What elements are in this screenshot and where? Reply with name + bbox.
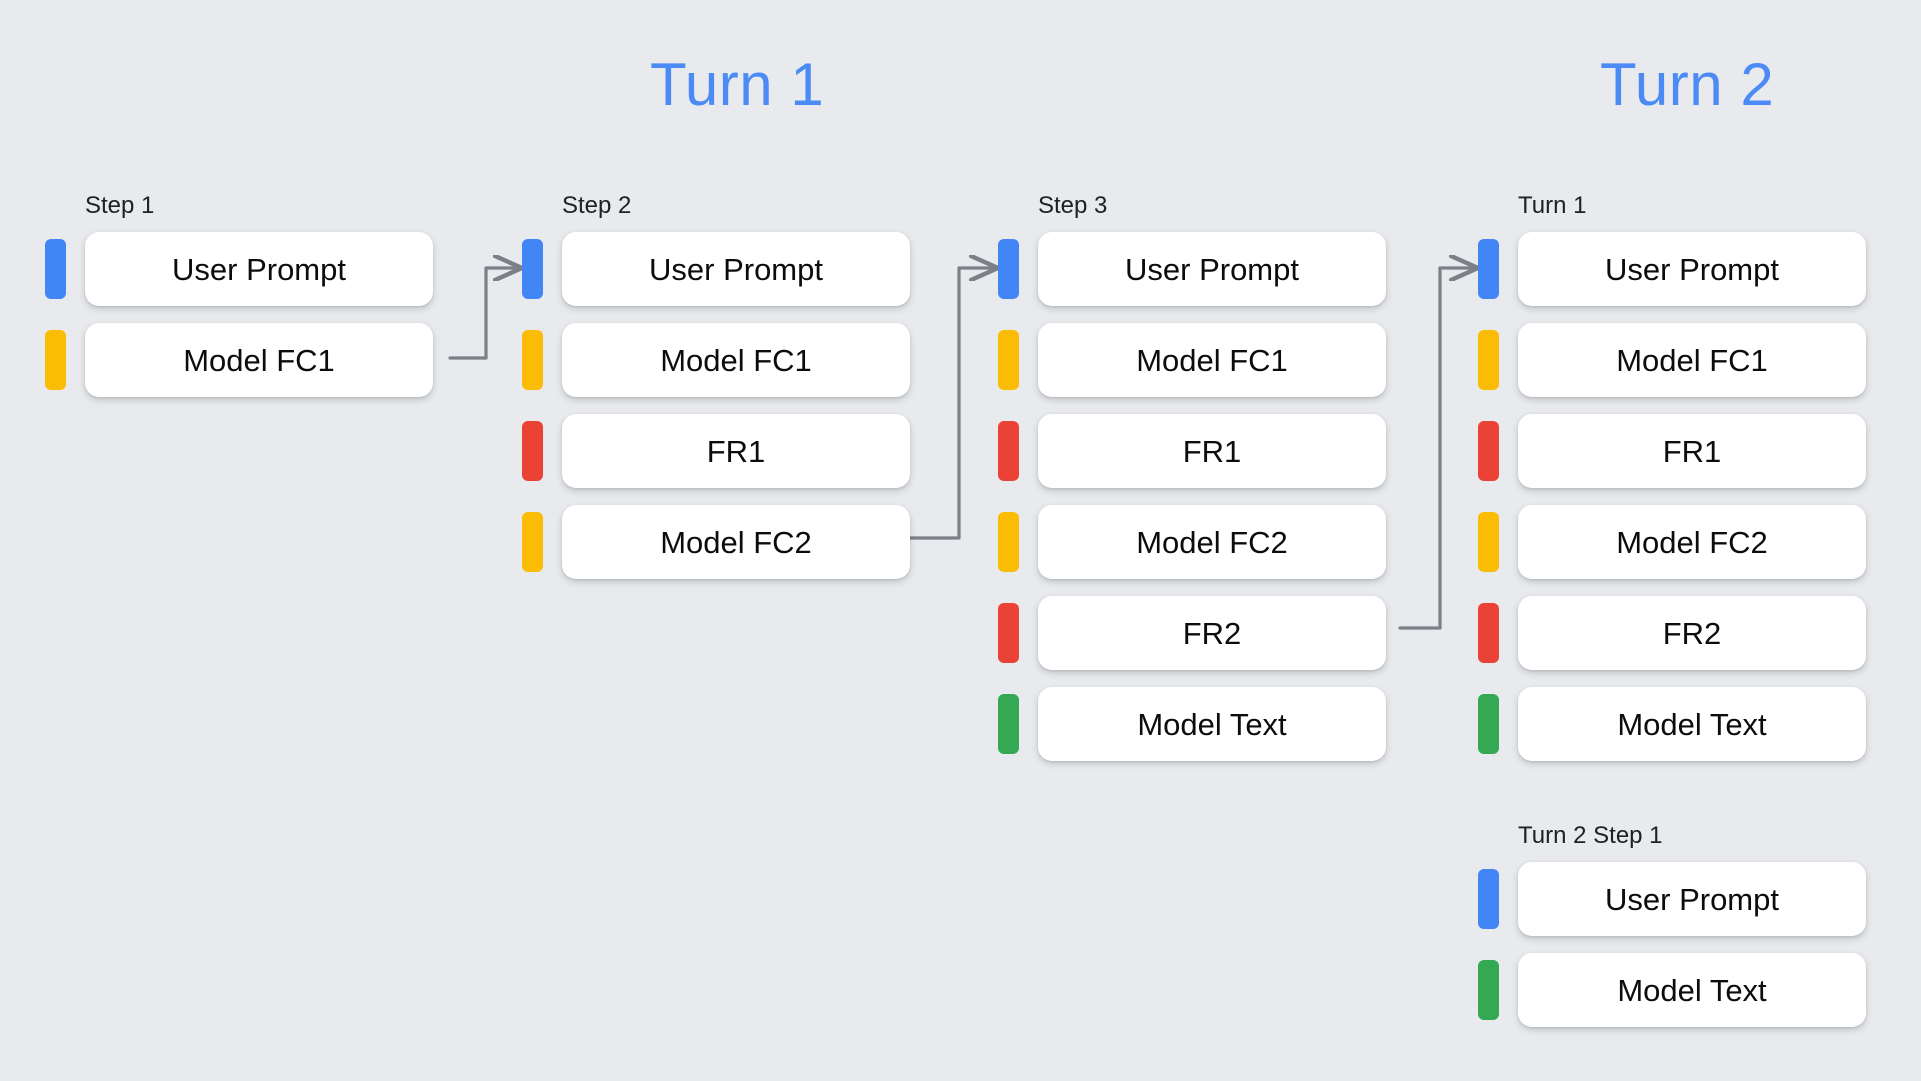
card-user-prompt[interactable]: User Prompt: [562, 232, 910, 306]
turn-1-heading: Turn 1: [650, 51, 825, 118]
card-label: FR1: [1662, 433, 1722, 469]
card-user-prompt[interactable]: User Prompt: [1518, 232, 1866, 306]
card-label: Model FC1: [183, 342, 335, 378]
role-bar-yellow: [522, 512, 543, 572]
card-model-fc1[interactable]: Model FC1: [85, 323, 433, 397]
card-label: Model Text: [1617, 706, 1767, 742]
card-model-fc1[interactable]: Model FC1: [562, 323, 910, 397]
role-bar-red: [998, 603, 1019, 663]
card-label: User Prompt: [1605, 251, 1779, 287]
card-label: FR1: [1182, 433, 1242, 469]
card-fr2[interactable]: FR2: [1518, 596, 1866, 670]
role-bar-red: [1478, 421, 1499, 481]
column-label-turn-2-step-1: Turn 2 Step 1: [1518, 822, 1663, 849]
role-bar-blue: [998, 239, 1019, 299]
card-label: FR1: [706, 433, 766, 469]
card-label: Model FC2: [660, 524, 812, 560]
card-label: FR2: [1662, 615, 1722, 651]
role-bar-green: [998, 694, 1019, 754]
card-model-text[interactable]: Model Text: [1038, 687, 1386, 761]
role-bar-blue: [1478, 239, 1499, 299]
role-bar-blue: [45, 239, 66, 299]
card-label: Model FC2: [1136, 524, 1288, 560]
card-user-prompt[interactable]: User Prompt: [85, 232, 433, 306]
card-fr1[interactable]: FR1: [1038, 414, 1386, 488]
card-model-fc2[interactable]: Model FC2: [562, 505, 910, 579]
column-label-step-2: Step 2: [562, 192, 632, 219]
arrow-step3-to-turn1: [1398, 268, 1478, 630]
role-bar-blue: [522, 239, 543, 299]
card-label: User Prompt: [1125, 251, 1299, 287]
turn-2-heading: Turn 2: [1600, 51, 1775, 118]
card-model-fc1[interactable]: Model FC1: [1518, 323, 1866, 397]
column-label-turn-1: Turn 1: [1518, 192, 1587, 219]
role-bar-red: [1478, 603, 1499, 663]
column-label-step-1: Step 1: [85, 192, 155, 219]
role-bar-red: [522, 421, 543, 481]
role-bar-yellow: [522, 330, 543, 390]
card-model-fc1[interactable]: Model FC1: [1038, 323, 1386, 397]
card-model-fc2[interactable]: Model FC2: [1518, 505, 1866, 579]
card-label: FR2: [1182, 615, 1242, 651]
card-user-prompt[interactable]: User Prompt: [1038, 232, 1386, 306]
role-bar-blue: [1478, 869, 1499, 929]
card-label: Model FC1: [1136, 342, 1288, 378]
arrow-step2-to-step3: [908, 268, 998, 540]
card-label: Model FC1: [660, 342, 812, 378]
role-bar-yellow: [998, 330, 1019, 390]
card-label: Model Text: [1137, 706, 1287, 742]
column-label-step-3: Step 3: [1038, 192, 1108, 219]
card-label: User Prompt: [649, 251, 823, 287]
card-fr2[interactable]: FR2: [1038, 596, 1386, 670]
card-label: User Prompt: [1605, 881, 1779, 917]
card-model-fc2[interactable]: Model FC2: [1038, 505, 1386, 579]
role-bar-green: [1478, 694, 1499, 754]
role-bar-yellow: [1478, 512, 1499, 572]
card-model-text[interactable]: Model Text: [1518, 687, 1866, 761]
card-user-prompt[interactable]: User Prompt: [1518, 862, 1866, 936]
role-bar-green: [1478, 960, 1499, 1020]
role-bar-red: [998, 421, 1019, 481]
role-bar-yellow: [998, 512, 1019, 572]
card-model-text[interactable]: Model Text: [1518, 953, 1866, 1027]
arrow-step1-to-step2: [448, 268, 522, 360]
card-label: Model FC2: [1616, 524, 1768, 560]
role-bar-yellow: [45, 330, 66, 390]
role-bar-yellow: [1478, 330, 1499, 390]
card-fr1[interactable]: FR1: [562, 414, 910, 488]
card-label: User Prompt: [172, 251, 346, 287]
card-label: Model Text: [1617, 972, 1767, 1008]
card-fr1[interactable]: FR1: [1518, 414, 1866, 488]
card-label: Model FC1: [1616, 342, 1768, 378]
